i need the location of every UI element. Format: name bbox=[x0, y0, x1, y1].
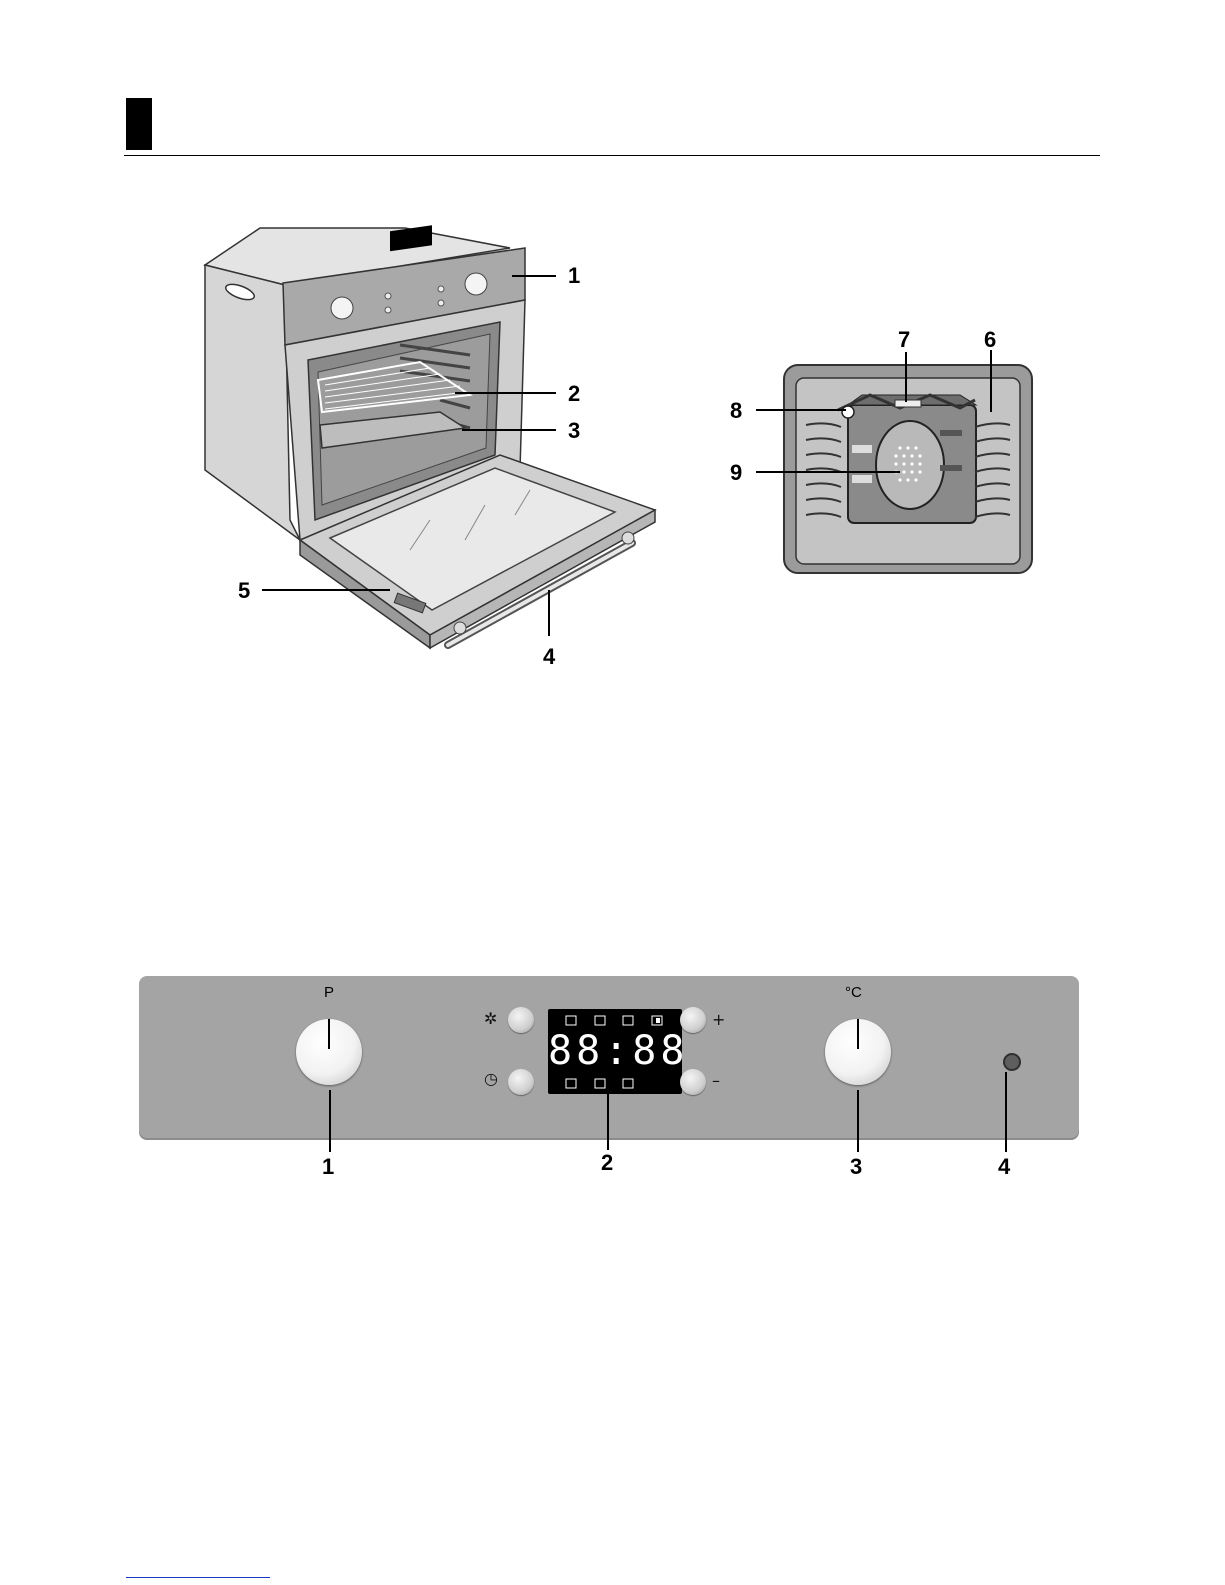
panel-callout-3: 3 bbox=[850, 1156, 862, 1178]
panel-callout-4: 4 bbox=[998, 1156, 1010, 1178]
footer-rule bbox=[126, 1577, 270, 1578]
panel-leader-lines bbox=[0, 0, 1225, 1200]
panel-callout-2: 2 bbox=[601, 1152, 613, 1174]
panel-callout-1: 1 bbox=[322, 1156, 334, 1178]
